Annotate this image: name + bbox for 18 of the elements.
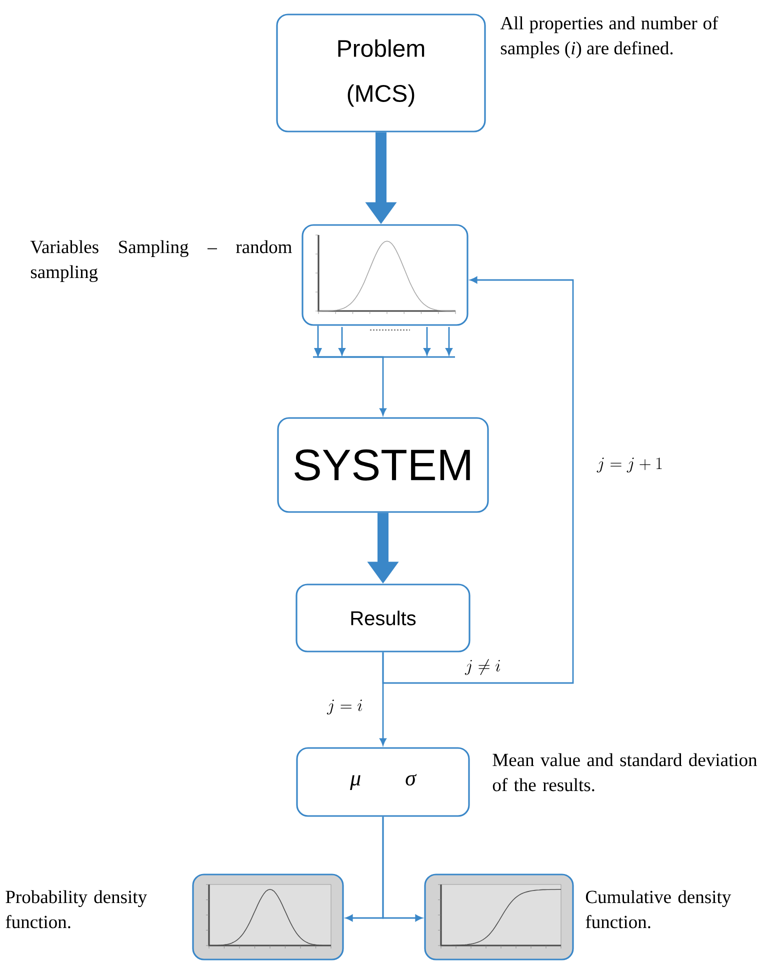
annotation-text: All properties and number of samples (i) are defined.: [500, 16, 718, 58]
process-box: Results: [296, 584, 470, 652]
loop-label: $j = j + 1$: [594, 456, 665, 474]
plot-drawing: [424, 874, 574, 960]
process-box: Problem (MCS): [276, 14, 486, 132]
edge-label: $j = i$: [325, 698, 365, 716]
annotation-text: Cumulative density function.: [586, 890, 732, 928]
plot-drawing: [302, 224, 468, 326]
annotation-text: Variables Sampling – random sampling: [30, 240, 292, 282]
edge-label: $j \neq i$: [463, 657, 503, 677]
annotation-text: Probability density function.: [6, 890, 147, 928]
plot-drawing: [192, 874, 344, 960]
annotation-text: Mean value and standard deviation of the results.: [492, 753, 758, 792]
arrow: [313, 326, 455, 416]
arrow: [382, 816, 422, 922]
process-box: SYSTEM: [277, 417, 489, 513]
process-box: μ σ: [296, 747, 470, 817]
arrow: [382, 276, 574, 684]
